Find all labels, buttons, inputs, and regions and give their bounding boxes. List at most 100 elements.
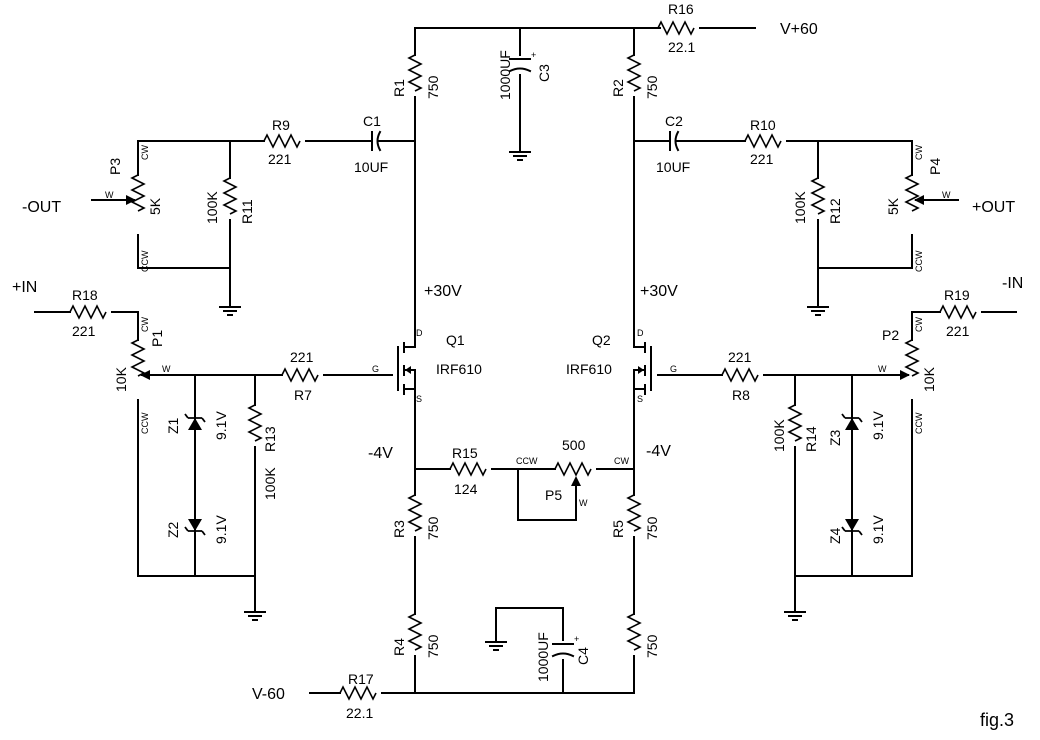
p5-symbol <box>554 462 592 476</box>
c1-symbol <box>371 130 382 152</box>
q1-part: IRF610 <box>436 361 482 377</box>
r13-value: 100K <box>262 467 278 500</box>
c4-value: 1000UF <box>535 632 551 682</box>
r19-ref: R19 <box>944 287 970 303</box>
p2-value: 10K <box>921 366 937 392</box>
r2-value: 750 <box>644 75 660 99</box>
r8-value: 221 <box>728 349 752 365</box>
r13-symbol <box>248 404 262 442</box>
p1-ref: P1 <box>149 330 165 347</box>
p3-value: 5K <box>147 197 163 215</box>
r1-value: 750 <box>425 75 441 99</box>
p3-ccw-pin: CCW <box>140 250 150 272</box>
p4-wiper-pin: W <box>942 190 951 200</box>
r15-ref: R15 <box>452 445 478 461</box>
r11-symbol <box>223 177 237 215</box>
ground-icon <box>509 151 531 161</box>
c4-ref: C4 <box>575 647 591 665</box>
r12-value: 100K <box>792 191 808 224</box>
q1-drain-pin: D <box>416 328 423 338</box>
p4-cw-pin: CW <box>914 145 924 160</box>
r6-value: 750 <box>644 634 660 658</box>
svg-text:+: + <box>574 634 579 644</box>
r9-value: 221 <box>268 151 292 167</box>
c1-value: 10UF <box>354 159 388 175</box>
r11-ref: R11 <box>239 199 255 224</box>
r10-value: 221 <box>750 151 774 167</box>
zener-symbols <box>184 407 863 541</box>
q1-ref: Q1 <box>446 332 465 348</box>
z2-ref: Z2 <box>165 521 181 538</box>
z1-ref: Z1 <box>165 417 181 434</box>
c3-symbol: + <box>508 50 536 73</box>
p5-ref: P5 <box>545 487 562 503</box>
q2-ref: Q2 <box>592 332 611 348</box>
p3-wiper-pin: W <box>105 190 114 200</box>
r18-value: 221 <box>72 323 96 339</box>
r16-ref: R16 <box>668 1 694 17</box>
r18-symbol <box>69 305 107 319</box>
r8-ref: R8 <box>732 387 750 403</box>
r10-symbol <box>744 134 782 148</box>
figure-caption: fig.3 <box>980 710 1014 730</box>
mosfet-arrows <box>405 366 644 374</box>
r10-ref: R10 <box>750 117 776 133</box>
r8-symbol <box>721 368 759 382</box>
z3-value: 9.1V <box>870 411 886 440</box>
ground-icon <box>219 306 241 316</box>
r17-symbol <box>339 686 377 700</box>
r14-symbol <box>788 404 802 442</box>
p1-ccw-pin: CCW <box>140 412 150 434</box>
q2-part: IRF610 <box>566 361 612 377</box>
p3-symbol <box>131 174 145 212</box>
ground-icon <box>807 306 829 316</box>
r14-ref: R14 <box>803 426 819 452</box>
r17-value: 22.1 <box>346 705 373 721</box>
r2-symbol <box>627 54 641 92</box>
r15-symbol <box>449 462 487 476</box>
z4-value: 9.1V <box>870 515 886 544</box>
ground-icon <box>244 611 266 621</box>
ground-icon <box>784 611 806 621</box>
drain-right-voltage: +30V <box>640 283 678 300</box>
z3-ref: Z3 <box>827 429 843 446</box>
p2-cw-pin: CW <box>914 317 924 332</box>
r6-symbol <box>627 613 641 651</box>
c4-symbol: + <box>551 634 579 658</box>
z4-ref: Z4 <box>827 527 843 544</box>
p2-symbol <box>905 339 919 377</box>
p3-ref: P3 <box>107 158 123 175</box>
minus-in-label: -IN <box>1002 275 1023 292</box>
r12-ref: R12 <box>827 198 843 224</box>
wiring <box>34 27 1017 694</box>
p5-ccw-pin: CCW <box>516 456 538 466</box>
q2-gate-pin: G <box>670 364 677 374</box>
r15-value: 124 <box>454 481 478 497</box>
r7-symbol <box>281 368 319 382</box>
q1-gate-pin: G <box>372 364 379 374</box>
p1-value: 10K <box>113 366 129 392</box>
p4-ref: P4 <box>927 158 943 175</box>
r19-value: 221 <box>946 323 970 339</box>
labels: V+60 V-60 +IN -IN -OUT +OUT fig.3 +30V +… <box>12 1 1023 730</box>
c2-value: 10UF <box>656 159 690 175</box>
r13-ref: R13 <box>262 426 278 452</box>
p4-symbol <box>905 174 919 212</box>
c3-ref: C3 <box>536 64 552 82</box>
p3-cw-pin: CW <box>140 145 150 160</box>
c2-symbol <box>669 130 680 152</box>
c3-value: 1000UF <box>497 50 513 100</box>
r14-value: 100K <box>771 419 787 452</box>
r5-ref: R5 <box>610 520 626 538</box>
p4-ccw-pin: CCW <box>914 250 924 272</box>
svg-text:+: + <box>531 50 536 60</box>
p1-cw-pin: CW <box>140 317 150 332</box>
r12-symbol <box>811 177 825 215</box>
p5-cw-pin: CW <box>614 456 629 466</box>
r5-symbol <box>627 494 641 532</box>
rail-neg-label: V-60 <box>252 686 285 703</box>
r16-value: 22.1 <box>668 39 695 55</box>
p2-ccw-pin: CCW <box>914 412 924 434</box>
z2-value: 9.1V <box>213 515 229 544</box>
r4-value: 750 <box>425 634 441 658</box>
